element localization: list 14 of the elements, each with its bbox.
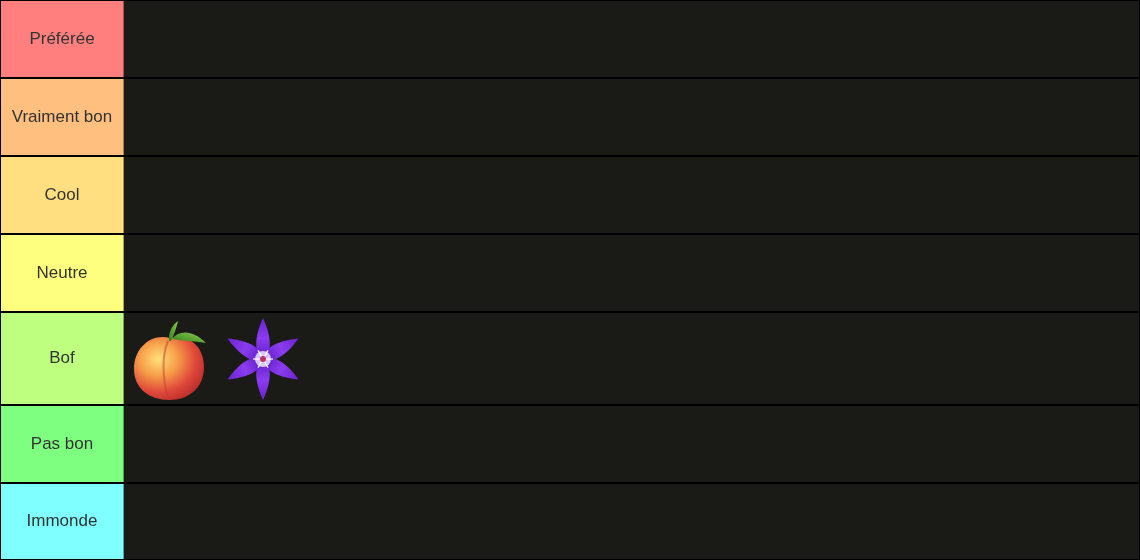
- tier-label: Bof: [1, 313, 124, 404]
- tier-label: Vraiment bon: [1, 79, 124, 155]
- tier-row: [1, 1, 1139, 77]
- tier-row: [1, 235, 1139, 311]
- tier-row: [1, 157, 1139, 233]
- tier-row: [1, 406, 1139, 482]
- tier-label: Cool: [1, 157, 124, 233]
- tier-row: [1, 313, 1139, 404]
- tier-row: [1, 79, 1139, 155]
- tier-label: Neutre: [1, 235, 124, 311]
- tier-label: Immonde: [1, 484, 124, 559]
- tier-label: Pas bon: [1, 406, 124, 482]
- tier-label: Préférée: [1, 1, 124, 77]
- tier-row: [1, 484, 1139, 559]
